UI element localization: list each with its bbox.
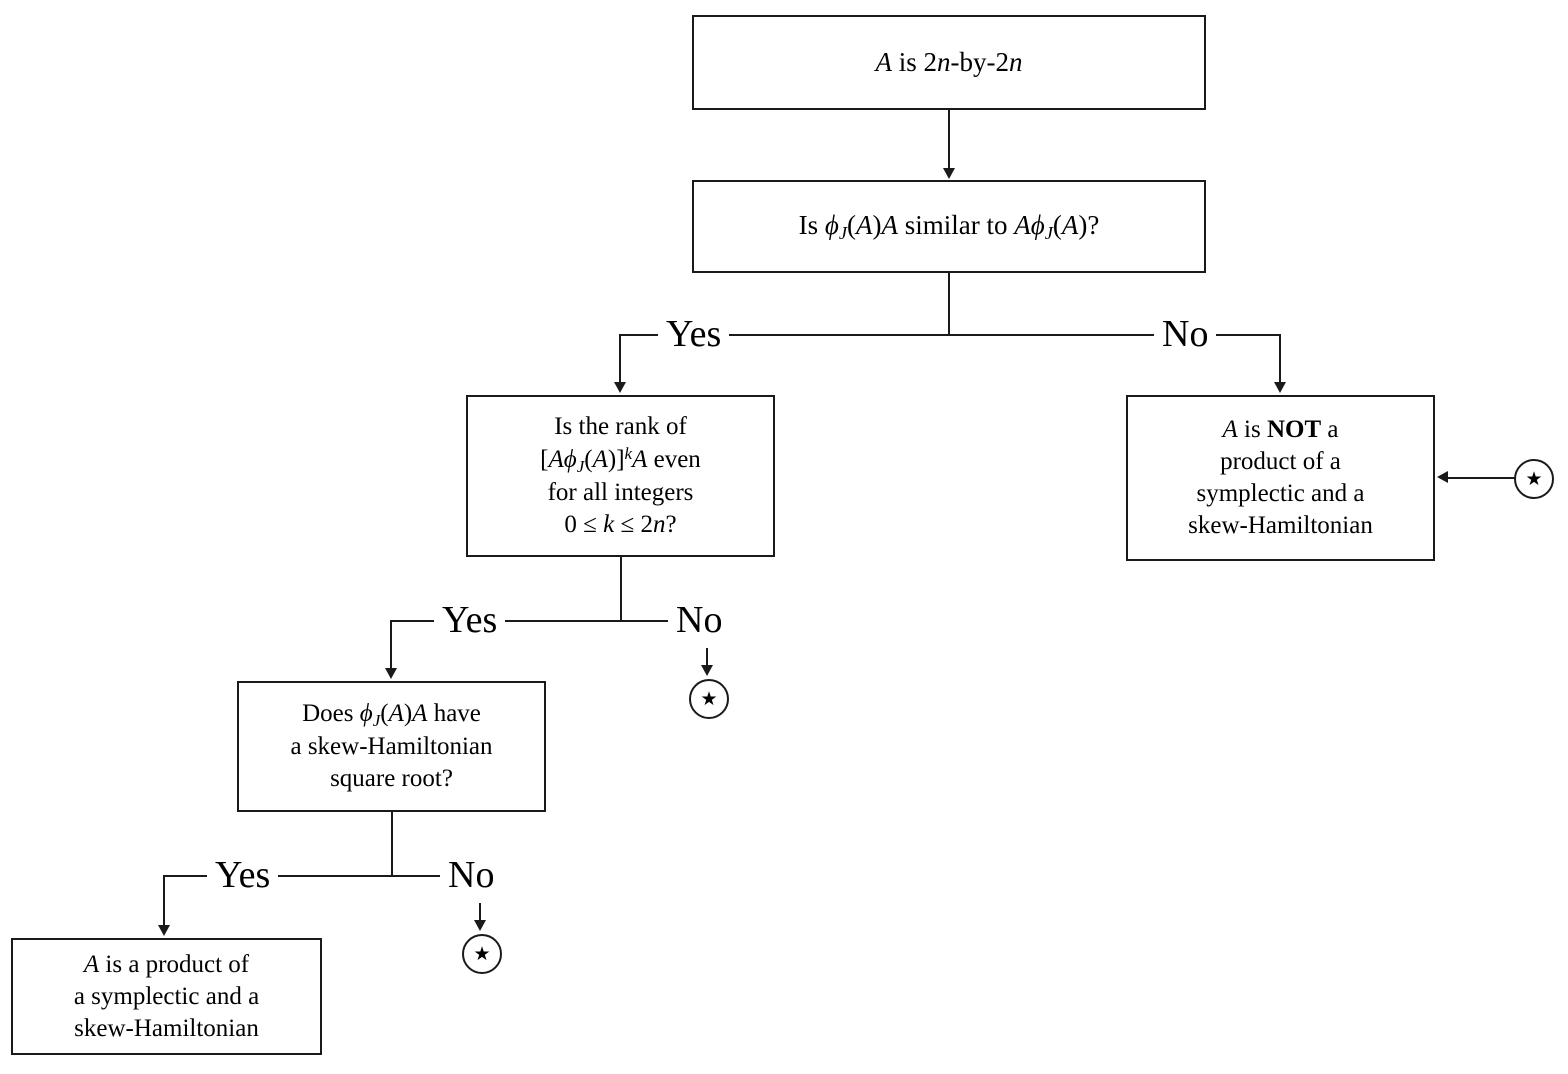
star-marker-level3: ★ — [462, 934, 502, 974]
branch-label-level3-yes: Yes — [207, 856, 279, 894]
connector-level3-yes-drop — [163, 875, 165, 927]
connector-level2-bar-right — [620, 620, 707, 622]
connector-sqrt-stem — [391, 812, 393, 876]
branch-label-level1-no: No — [1154, 315, 1217, 353]
connector-rank-stem — [620, 557, 622, 621]
star-icon: ★ — [473, 943, 491, 965]
node-question-similar-label: Is ϕJ(A)A similar to AϕJ(A)? — [798, 209, 1100, 243]
connector-level1-bar-left — [620, 334, 950, 336]
connector-start-to-similar — [948, 110, 950, 170]
connector-level2-yes-drop — [390, 620, 392, 670]
arrowhead-start-to-similar — [943, 168, 955, 179]
star-icon: ★ — [700, 688, 718, 710]
arrowhead-level2-yes — [385, 668, 397, 679]
arrowhead-level1-no — [1274, 382, 1286, 393]
node-question-similar: Is ϕJ(A)A similar to AϕJ(A)? — [692, 180, 1206, 273]
branch-label-level1-yes: Yes — [658, 315, 730, 353]
arrowhead-level3-no — [474, 920, 486, 931]
star-marker-level2: ★ — [689, 679, 729, 719]
star-icon: ★ — [1525, 468, 1543, 490]
connector-level3-no-drop — [479, 903, 481, 927]
arrowhead-level3-yes — [158, 925, 170, 936]
connector-level3-bar-right — [391, 875, 478, 877]
connector-level1-no-drop — [1279, 334, 1281, 384]
connector-star-right-to-not-product — [1447, 477, 1515, 479]
arrowhead-level1-yes — [614, 382, 626, 393]
node-start-label: A is 2n-by-2n — [875, 47, 1023, 78]
node-start: A is 2n-by-2n — [692, 15, 1206, 110]
branch-label-level2-no: No — [668, 601, 731, 639]
branch-label-level3-no: No — [440, 856, 503, 894]
branch-label-level2-yes: Yes — [434, 601, 506, 639]
connector-level1-yes-drop — [619, 334, 621, 384]
star-marker-right: ★ — [1514, 459, 1554, 499]
arrowhead-level2-no — [701, 665, 713, 676]
connector-similar-stem — [948, 273, 950, 335]
connector-level1-bar-right — [948, 334, 1280, 336]
connector-level2-no-drop — [706, 648, 708, 672]
arrowhead-star-right — [1437, 471, 1448, 483]
